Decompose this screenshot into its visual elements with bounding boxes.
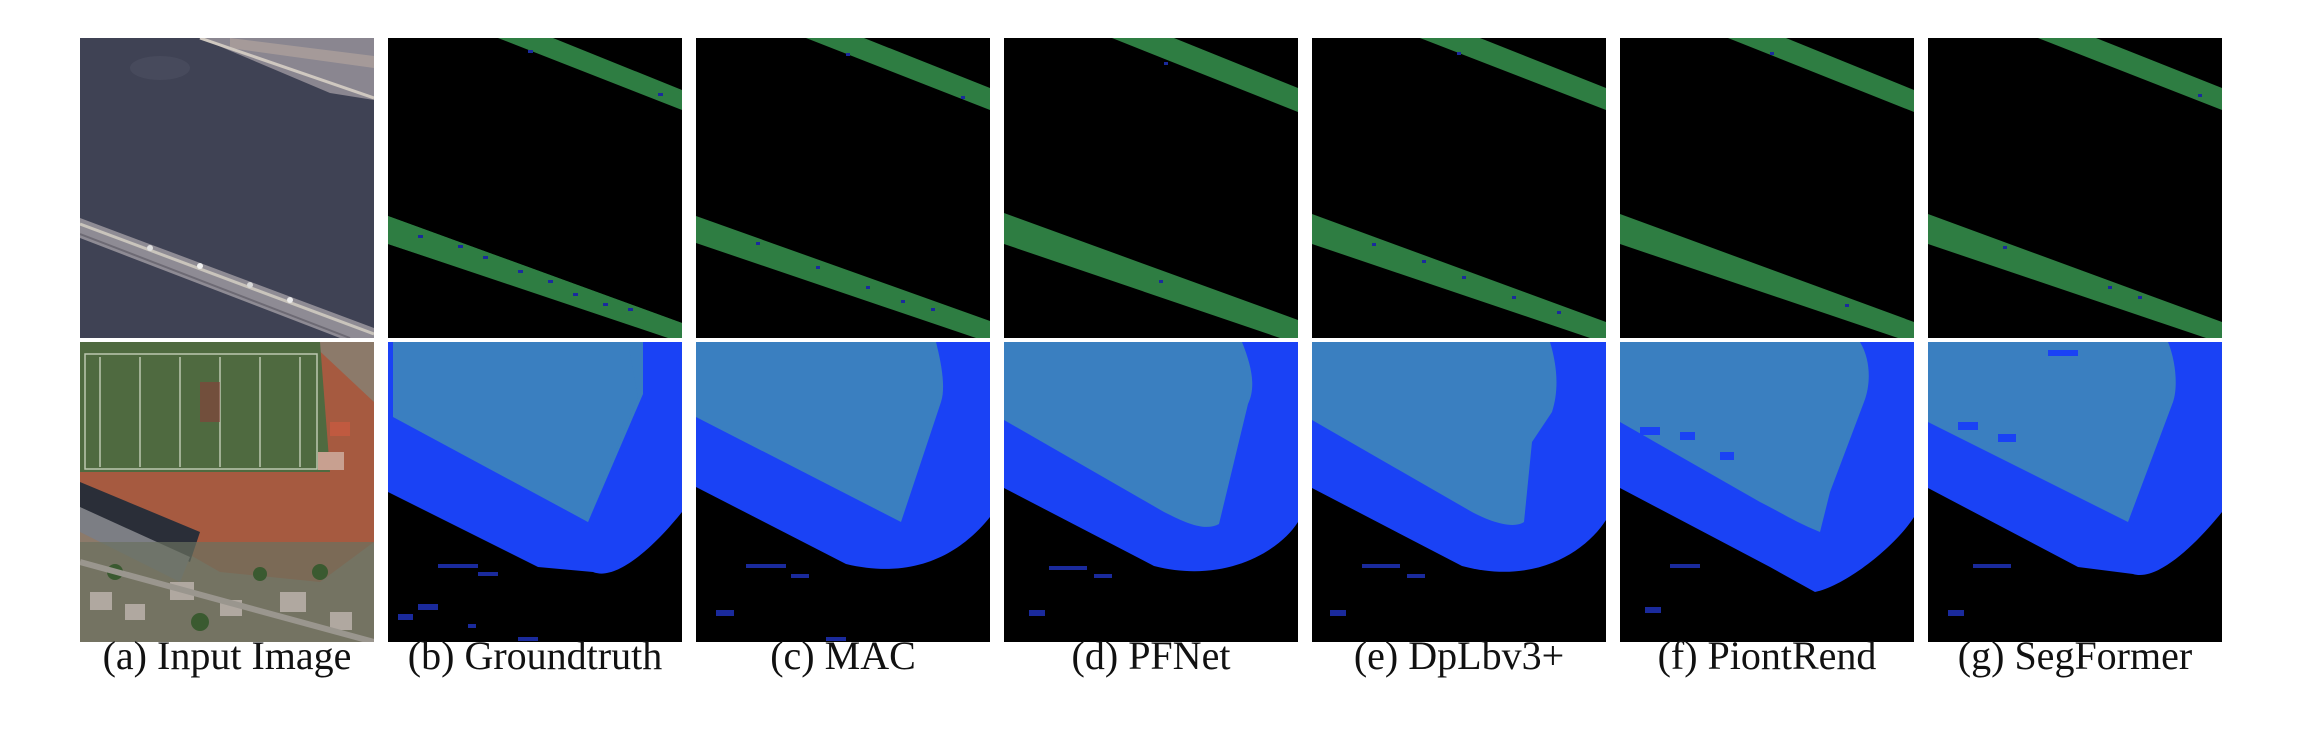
caption-g: (g) SegFormer [1957, 633, 2193, 678]
pfnet-bridge-mask [1004, 38, 1298, 338]
caption-d: (d) PFNet [1071, 633, 1231, 678]
caption-f: (f) PiontRend [1657, 633, 1877, 678]
caption-e: (e) DpLbv3+ [1353, 633, 1565, 678]
piontrend-bridge-mask [1620, 38, 1914, 338]
input-image-stadium [80, 342, 374, 642]
piontrend-stadium-mask [1620, 342, 1914, 642]
groundtruth-stadium-mask [388, 342, 682, 642]
mac-stadium-mask [696, 342, 990, 642]
dplbv3plus-bridge-mask [1312, 38, 1606, 338]
segformer-bridge-mask [1928, 38, 2222, 338]
mac-bridge-mask [696, 38, 990, 338]
caption-b: (b) Groundtruth [407, 633, 663, 678]
groundtruth-bridge-mask [388, 38, 682, 338]
segformer-stadium-mask [1928, 342, 2222, 642]
dplbv3plus-stadium-mask [1312, 342, 1606, 642]
caption-a: (a) Input Image [102, 633, 352, 678]
caption-c: (c) MAC [770, 633, 916, 678]
pfnet-stadium-mask [1004, 342, 1298, 642]
input-image-bridge [80, 38, 374, 338]
